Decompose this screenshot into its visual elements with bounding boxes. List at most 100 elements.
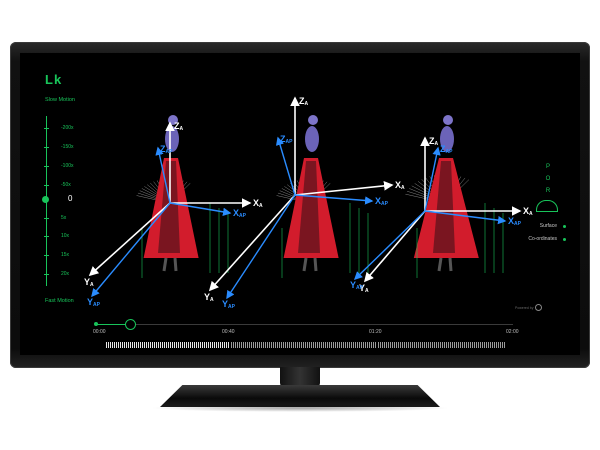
frame-tick <box>369 342 370 348</box>
axis-2-y <box>208 194 296 292</box>
frame-tick <box>295 342 296 348</box>
frame-tick <box>458 342 459 348</box>
frame-tick <box>170 342 171 348</box>
por-gauge-icon[interactable] <box>536 200 558 212</box>
axis-label-3-yap: YAP <box>350 280 364 291</box>
frame-strip-end[interactable] <box>378 342 505 348</box>
fig2-leg <box>313 257 318 272</box>
frame-tick <box>315 342 316 348</box>
timeline-handle-icon[interactable] <box>125 319 137 330</box>
frame-tick <box>174 342 175 348</box>
timeline-time-3: 02:00 <box>506 329 519 335</box>
fig1-leg <box>162 257 168 272</box>
axis-2-x <box>294 181 394 196</box>
timeline-track[interactable] <box>96 324 513 325</box>
frame-tick <box>472 342 473 348</box>
speed-tick <box>44 165 49 167</box>
frame-tick <box>180 342 181 348</box>
axis-label-1-zap: ZAP <box>160 144 173 155</box>
speed-option-fast-2[interactable]: 15x <box>44 252 69 258</box>
frame-tick <box>184 342 185 348</box>
frame-tick <box>490 342 491 348</box>
frame-tick <box>444 342 445 348</box>
axis-1-y <box>88 202 171 277</box>
frame-tick <box>106 342 107 348</box>
fig3-leg <box>448 257 453 272</box>
frame-tick <box>305 342 306 348</box>
coordinates-toggle-icon[interactable] <box>563 237 566 241</box>
surface-option[interactable]: Surface <box>540 223 566 229</box>
frame-tick <box>420 342 421 348</box>
frame-tick <box>468 342 469 348</box>
coordinates-option[interactable]: Co-ordinates <box>528 236 566 242</box>
frame-tick <box>492 342 493 348</box>
speed-option-fast-0[interactable]: 5x <box>44 215 66 221</box>
frame-tick <box>382 342 383 348</box>
frame-tick <box>309 342 310 348</box>
frame-tick <box>138 342 139 348</box>
surface-option-label: Surface <box>539 223 557 229</box>
powered-by-label: Powered by <box>515 305 534 310</box>
axis-label-1-z: ZA <box>174 121 184 132</box>
frame-tick <box>482 342 483 348</box>
axis-label-subscript: A <box>210 297 214 303</box>
frame-tick <box>339 342 340 348</box>
speed-option-fast-1[interactable]: 10x <box>44 233 69 239</box>
frame-tick <box>484 342 485 348</box>
frame-tick <box>154 342 155 348</box>
frame-strip-played[interactable] <box>106 342 229 348</box>
axis-label-1-y: YA <box>84 277 94 288</box>
frame-tick <box>208 342 209 348</box>
frame-tick <box>347 342 348 348</box>
slow-motion-label: Slow Motion <box>45 97 75 103</box>
frame-tick <box>249 342 250 348</box>
speed-option-label: 5x <box>61 215 67 221</box>
frame-tick <box>162 342 163 348</box>
fig1-leg <box>173 257 178 272</box>
fig2-dress-fold <box>298 161 320 253</box>
frame-tick <box>150 342 151 348</box>
frame-tick <box>178 342 179 348</box>
frame-tick <box>283 342 284 348</box>
speed-option-fast-3[interactable]: 20x <box>44 271 69 277</box>
frame-tick <box>204 342 205 348</box>
axis-3-xap <box>424 210 507 225</box>
frame-tick <box>126 342 127 348</box>
speed-handle-icon[interactable] <box>42 196 49 203</box>
frame-tick <box>361 342 362 348</box>
axis-label-2-zap: ZAP <box>280 134 293 145</box>
frame-tick <box>452 342 453 348</box>
frame-tick <box>164 342 165 348</box>
frame-tick <box>349 342 350 348</box>
frame-tick <box>255 342 256 348</box>
frame-tick <box>363 342 364 348</box>
axis-3-yap <box>353 210 426 280</box>
frame-tick <box>371 342 372 348</box>
speed-tick <box>44 184 49 186</box>
frame-tick <box>325 342 326 348</box>
speed-option-slow-0[interactable]: -200x <box>44 125 74 131</box>
brand-mark-icon <box>535 304 543 311</box>
powered-by: Powered by <box>515 304 543 311</box>
frame-tick <box>480 342 481 348</box>
frame-tick <box>414 342 415 348</box>
frame-tick <box>279 342 280 348</box>
axis-label-subscript: A <box>305 101 309 107</box>
frame-tick <box>212 342 213 348</box>
frame-strip-middle[interactable] <box>231 342 376 348</box>
axis-label-2-xap: XAP <box>375 196 389 207</box>
speed-option-slow-1[interactable]: -150x <box>44 144 74 150</box>
frame-tick <box>365 342 366 348</box>
surface-toggle-icon[interactable] <box>563 224 566 228</box>
speed-option-slow-2[interactable]: -100x <box>44 163 74 169</box>
frame-tick <box>216 342 217 348</box>
tv-neck <box>280 367 320 387</box>
axis-label-subscript: A <box>365 288 369 294</box>
speed-current-value: 0 <box>68 194 73 203</box>
frame-tick <box>319 342 320 348</box>
frame-tick <box>388 342 389 348</box>
frame-tick <box>418 342 419 348</box>
frame-tick <box>166 342 167 348</box>
speed-option-slow-3[interactable]: -50x <box>44 182 71 188</box>
